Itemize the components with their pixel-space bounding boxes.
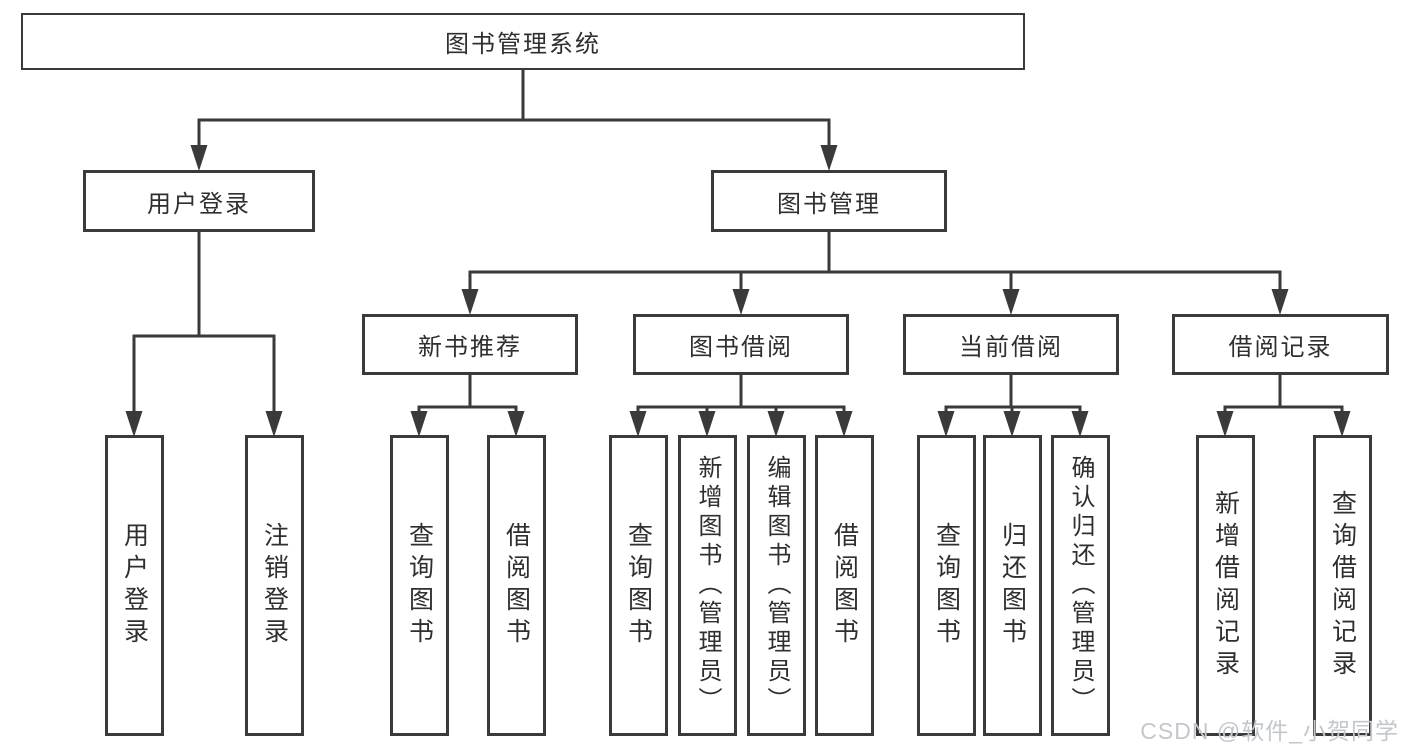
connector-br-to-leaves: [1223, 375, 1344, 414]
node-book-borrowing: 图书借阅: [633, 314, 849, 375]
csdn-watermark: CSDN @软件_小贺同学: [1140, 718, 1399, 744]
leaf-nbr-query-books: 查询图书: [390, 435, 449, 736]
leaf-bb-add-books-admin: 新增图书（管理员）: [678, 435, 737, 736]
leaf-cb-query-books: 查询图书: [917, 435, 976, 736]
connector-nbr-to-leaves: [417, 375, 518, 414]
arrowheads-br-leaves: [1216, 411, 1351, 437]
node-user-login-branch: 用户登录: [83, 170, 315, 232]
arrowheads-login-leaves: [125, 411, 283, 437]
leaf-bb-edit-books-admin: 编辑图书（管理员）: [747, 435, 806, 736]
arrowheads-bb-leaves: [629, 411, 853, 437]
connector-cb-to-leaves: [944, 375, 1082, 414]
connector-bb-to-leaves: [636, 375, 846, 414]
connector-mgmt-to-level3: [468, 232, 1282, 292]
node-current-borrowing: 当前借阅: [903, 314, 1119, 375]
node-book-management-branch: 图书管理: [711, 170, 947, 232]
leaf-br-query-record: 查询借阅记录: [1313, 435, 1372, 736]
leaf-cb-confirm-return-admin: 确认归还（管理员）: [1051, 435, 1110, 736]
leaf-nbr-borrow-books: 借阅图书: [487, 435, 546, 736]
leaf-bb-borrow-books: 借阅图书: [815, 435, 874, 736]
arrowheads-level3: [461, 289, 1289, 315]
leaf-bb-query-books: 查询图书: [609, 435, 668, 736]
connector-root-to-level2: [197, 70, 831, 148]
arrowheads-nbr-leaves: [410, 411, 525, 437]
leaf-br-add-record: 新增借阅记录: [1196, 435, 1255, 736]
leaf-logout: 注销登录: [245, 435, 304, 736]
node-new-book-recommend: 新书推荐: [362, 314, 578, 375]
leaf-cb-return-books: 归还图书: [983, 435, 1042, 736]
arrowheads-level2: [190, 145, 838, 171]
node-borrowing-records: 借阅记录: [1172, 314, 1389, 375]
arrowheads-cb-leaves: [937, 411, 1089, 437]
leaf-user-login: 用户登录: [105, 435, 164, 736]
node-root-system: 图书管理系统: [21, 13, 1025, 70]
connector-login-to-leaves: [132, 232, 276, 414]
